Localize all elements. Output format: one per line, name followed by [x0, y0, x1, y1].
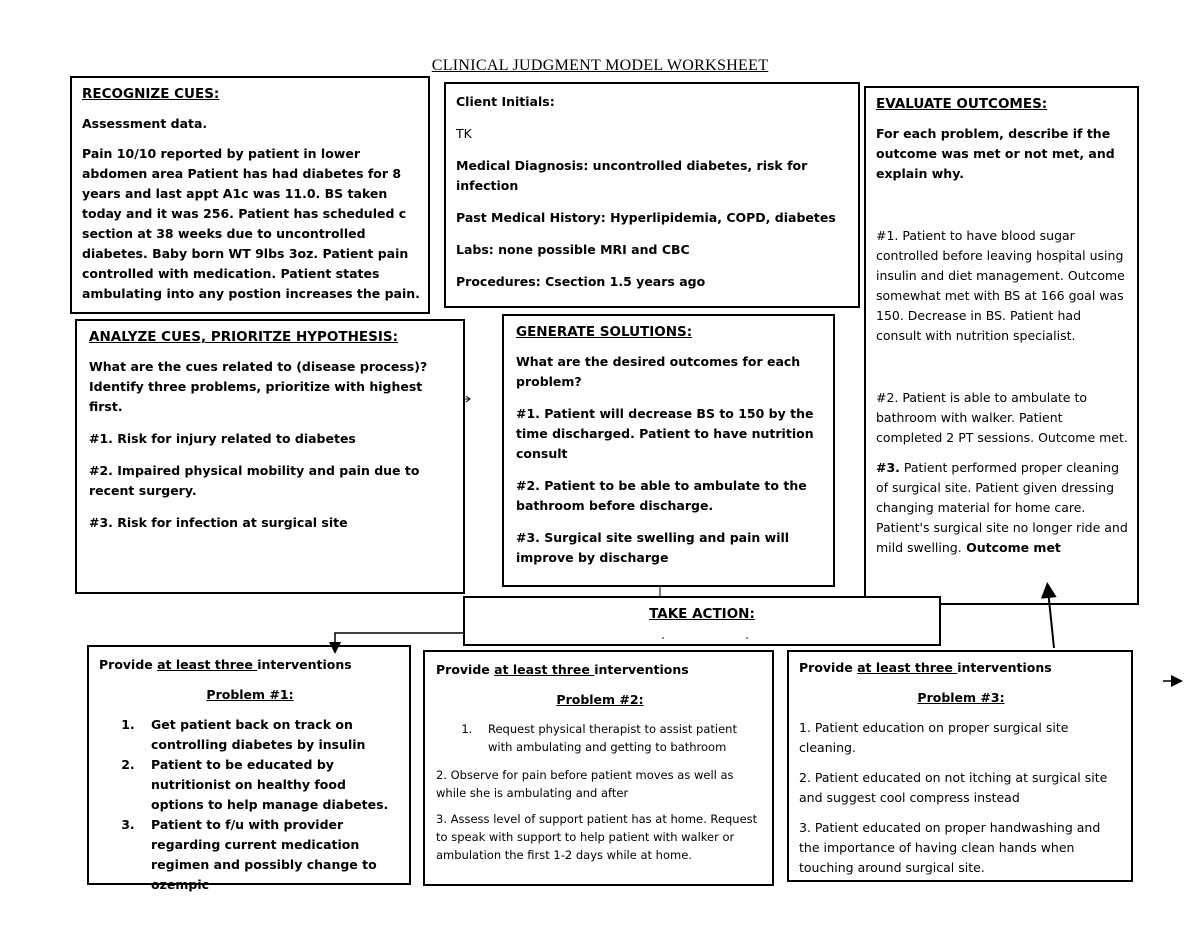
outcome-1: #1. Patient to have blood sugar controll… [876, 228, 1125, 343]
generate-solutions-box: GENERATE SOLUTIONS: What are the desired… [502, 314, 835, 587]
evaluate-outcomes-box: EVALUATE OUTCOMES: For each problem, des… [864, 86, 1139, 605]
outcome-3-body: Patient performed proper cleaning of sur… [876, 460, 1128, 555]
past-medical-history: Past Medical History: Hyperlipidemia, CO… [456, 210, 836, 225]
problem-3-item-3: 3. Patient educated on proper handwashin… [799, 820, 1101, 875]
problem-2-item: Request physical therapist to assist pat… [476, 720, 764, 756]
problem-1-item: Patient to f/u with provider regarding c… [139, 815, 401, 895]
take-action-box: TAKE ACTION: [463, 596, 941, 646]
take-action-heading: TAKE ACTION: [649, 606, 755, 622]
generate-prompt: What are the desired outcomes for each p… [516, 354, 801, 389]
problem-1-heading: Problem #1: [206, 687, 294, 702]
problem-2-list: Request physical therapist to assist pat… [436, 720, 764, 756]
problem-3-interventions-box: Provide at least three interventions Pro… [787, 650, 1133, 882]
arrow-to-problem-1 [329, 632, 463, 654]
outcome-2: #2. Patient is able to ambulate to bathr… [876, 390, 1128, 445]
problem-2-hypothesis: #2. Impaired physical mobility and pain … [89, 463, 420, 498]
evaluate-outcomes-heading: EVALUATE OUTCOMES: [876, 96, 1048, 112]
provide-underlined: at least three [157, 657, 258, 672]
goal-2: #2. Patient to be able to ambulate to th… [516, 478, 807, 513]
provide-instruction-2: Provide at least three interventions [436, 660, 764, 680]
provide-post: interventions [957, 660, 1052, 675]
procedures: Procedures: Csection 1.5 years ago [456, 274, 706, 289]
problem-3-item-1: 1. Patient education on proper surgical … [799, 720, 1069, 755]
outcome-3: #3. Patient performed proper cleaning of… [876, 458, 1129, 558]
problem-3-hypothesis: #3. Risk for infection at surgical site [89, 515, 348, 530]
problem-3-heading: Problem #3: [917, 690, 1005, 705]
problem-1-item: Patient to be educated by nutritionist o… [139, 755, 401, 815]
medical-diagnosis: Medical Diagnosis: uncontrolled diabetes… [456, 158, 808, 193]
provide-post: interventions [594, 662, 689, 677]
provide-instruction-1: Provide at least three interventions [99, 655, 401, 675]
problem-1-item: Get patient back on track on controlling… [139, 715, 401, 755]
worksheet-title: CLINICAL JUDGMENT MODEL WORKSHEET [431, 57, 769, 74]
problem-1-interventions-box: Provide at least three interventions Pro… [87, 645, 411, 892]
provide-pre: Provide [799, 660, 858, 675]
problem-2-item-2: 2. Observe for pain before patient moves… [436, 768, 734, 800]
problem-2-item-3: 3. Assess level of support patient has a… [436, 812, 758, 862]
provide-underlined: at least three [857, 660, 958, 675]
outcome-3-prefix: #3. [876, 460, 900, 475]
provide-instruction-3: Provide at least three interventions [799, 658, 1123, 678]
client-initials: TK [456, 126, 472, 141]
analyze-cues-box: ANALYZE CUES, PRIORITZE HYPOTHESIS: What… [75, 319, 465, 594]
client-info-box: Client Initials: TK Medical Diagnosis: u… [444, 82, 860, 308]
provide-pre: Provide [99, 657, 158, 672]
analyze-prompt: What are the cues related to (disease pr… [89, 359, 428, 414]
outcome-3-met: Outcome met [961, 540, 1061, 555]
provide-pre: Provide [436, 662, 495, 677]
recognize-cues-heading: RECOGNIZE CUES: [82, 86, 220, 102]
provide-post: interventions [257, 657, 352, 672]
problem-2-heading: Problem #2: [556, 692, 644, 707]
labs: Labs: none possible MRI and CBC [456, 242, 690, 257]
client-initials-label: Client Initials: [456, 94, 555, 109]
assessment-data: Pain 10/10 reported by patient in lower … [82, 146, 420, 301]
arrow-to-evaluate [1040, 582, 1057, 649]
goal-1: #1. Patient will decrease BS to 150 by t… [516, 406, 814, 461]
problem-2-interventions-box: Provide at least three interventions Pro… [423, 650, 774, 886]
problem-3-item-2: 2. Patient educated on not itching at su… [799, 770, 1108, 805]
analyze-cues-heading: ANALYZE CUES, PRIORITZE HYPOTHESIS: [89, 329, 398, 345]
problem-1-hypothesis: #1. Risk for injury related to diabetes [89, 431, 356, 446]
provide-underlined: at least three [494, 662, 595, 677]
assessment-label: Assessment data. [82, 116, 208, 131]
problem-1-list: Get patient back on track on controlling… [99, 715, 401, 895]
evaluate-prompt: For each problem, describe if the outcom… [876, 126, 1115, 181]
goal-3: #3. Surgical site swelling and pain will… [516, 530, 790, 565]
generate-solutions-heading: GENERATE SOLUTIONS: [516, 324, 693, 340]
recognize-cues-box: RECOGNIZE CUES: Assessment data. Pain 10… [70, 76, 430, 314]
